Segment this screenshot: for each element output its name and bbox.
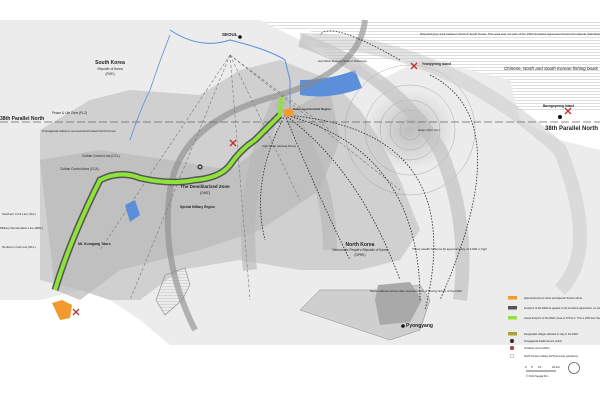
north-korea-abbr: (DPRK): [355, 253, 366, 257]
parallel-label-right: 38th Parallel North: [545, 126, 598, 132]
legend-text: Designated villages allowed to stay in t…: [524, 332, 578, 336]
incident-icon: [410, 62, 418, 70]
sll-label: Southern Limit Line (SLL): [2, 212, 36, 216]
pyongyang-note: Some balloons arrive after several hours…: [370, 289, 462, 293]
seoul-marker: [238, 35, 242, 39]
mt-kumgang-label: Mt. Kumgang Tours: [78, 242, 111, 246]
scale-tick: 20 km: [552, 365, 561, 369]
kaesong-label: Kaesong Industrial Region: [293, 107, 331, 111]
legend-item: North Korean military GPS jamming operat…: [509, 353, 579, 359]
legend-text: Propaganda leaflet launch points: [524, 339, 562, 343]
legend-swatch: [508, 306, 517, 310]
north-korea-sub: Democratic People's Republic of Korea: [332, 248, 388, 252]
pyongyang-core: [375, 282, 422, 325]
nll-label: Northern Limit Line (NLL): [2, 245, 36, 249]
yeonpyeong-label: Yeonpyeong Island: [422, 62, 451, 66]
seoul-label: SEOUL: [222, 32, 238, 37]
special-economic-zone: [52, 300, 72, 320]
flight-paths-dotted: [260, 30, 479, 311]
legend-item: Special Economic Zone and Special Touris…: [508, 296, 583, 300]
scale-tick: 0: [525, 365, 527, 369]
disputed-note: Disputed grey area between North & South…: [420, 32, 600, 36]
scale-bar: 0 5 10 20 km © 2014 Seogal Kim: [525, 362, 580, 378]
propaganda-rays: [99, 54, 401, 301]
leaflet-launch-icon: [509, 338, 515, 344]
legend-item: Actual footprint of the DMZ, close to 57…: [508, 316, 600, 320]
legend-text: Special Economic Zone and Special Touris…: [524, 296, 583, 300]
baengnyeong-label: Baengnyeong Island: [543, 104, 574, 108]
reservoir: [125, 200, 140, 222]
legend-swatch: [508, 332, 517, 336]
baengnyeong-marker: [558, 115, 562, 119]
gps-jamming-icon: [509, 353, 515, 359]
north-korea-label: North Korea: [346, 242, 375, 248]
legend-text: North Korean military GPS jamming operat…: [524, 354, 579, 358]
pyongyang-marker: [401, 324, 405, 328]
imjin-river: [129, 34, 171, 141]
legend-item: Incidents and conflicts: [509, 345, 550, 351]
legend-swatch: [508, 316, 517, 320]
incident-icon: [72, 308, 80, 316]
ccl-label: Civilian Control Line (CCL): [82, 154, 120, 158]
south-korea-label: South Korea: [95, 60, 125, 66]
south-korea-abbr: (ROK): [105, 72, 114, 76]
parallel-label-left: 38th Parallel North: [0, 116, 44, 122]
dark-swoosh: [164, 19, 368, 332]
legend-text: Incidents and conflicts: [524, 346, 550, 350]
balloon-path-arc: [299, 33, 587, 295]
kaesong-zone: [283, 108, 294, 117]
leaflet-note: Propaganda balloons are launched toward …: [42, 129, 116, 133]
haeju-label: Haeju (Port city): [418, 128, 440, 132]
incident-icon: [564, 107, 572, 115]
imjin-label: Imjin River (Hwang River): [262, 144, 296, 148]
han-river: [169, 29, 291, 110]
legend-item: Designated villages allowed to stay in t…: [508, 332, 578, 336]
legend-swatch: [508, 296, 517, 300]
leaflet-launch-icon: [197, 164, 203, 170]
incident-icon: [509, 345, 515, 351]
copyright: © 2014 Seogal Kim: [526, 374, 548, 378]
legend: Special Economic Zone and Special Touris…: [508, 296, 600, 359]
south-korea-sub: Republic of Korea: [97, 67, 123, 71]
fishing-note: Chinese, North and South Korean fishing …: [504, 66, 599, 71]
north-arrow-icon: [568, 362, 580, 374]
mdl-label: Military Demarcation Line (MDL): [0, 226, 43, 230]
legend-item: Footprint of the DMZ as agreed in the Ar…: [508, 306, 600, 310]
scale-tick: 10: [538, 365, 542, 369]
balloon-path-arc: [297, 33, 470, 301]
incident-icon: [229, 139, 237, 147]
disputed-area-hatched: [100, 20, 600, 110]
legend-text: Footprint of the DMZ as agreed in the Ar…: [524, 306, 600, 310]
dmz-abbr: (DMZ): [200, 191, 210, 195]
pyongyang-label: Pyongyang: [406, 323, 433, 329]
cca-label: Civilian Control Area (CCA): [60, 167, 99, 171]
han-estuary: [300, 70, 362, 97]
balloon-note: These stealth balloons fly approximately…: [412, 247, 487, 251]
plz-label: Peace & Life Zone (PLZ): [52, 111, 87, 115]
dmz-zone-gray: [40, 90, 340, 300]
dmz-label: The Demilitarized Zone: [180, 184, 230, 189]
dmz-actual: [53, 96, 283, 291]
legend-text: Actual footprint of the DMZ, close to 57…: [523, 316, 600, 320]
han-river-label: Han River Estuary Shared Waterway: [318, 59, 367, 63]
scale-tick: 5: [531, 365, 533, 369]
special-military-region-label: Special Military Region: [180, 205, 215, 209]
legend-item: Propaganda leaflet launch points: [509, 338, 562, 344]
